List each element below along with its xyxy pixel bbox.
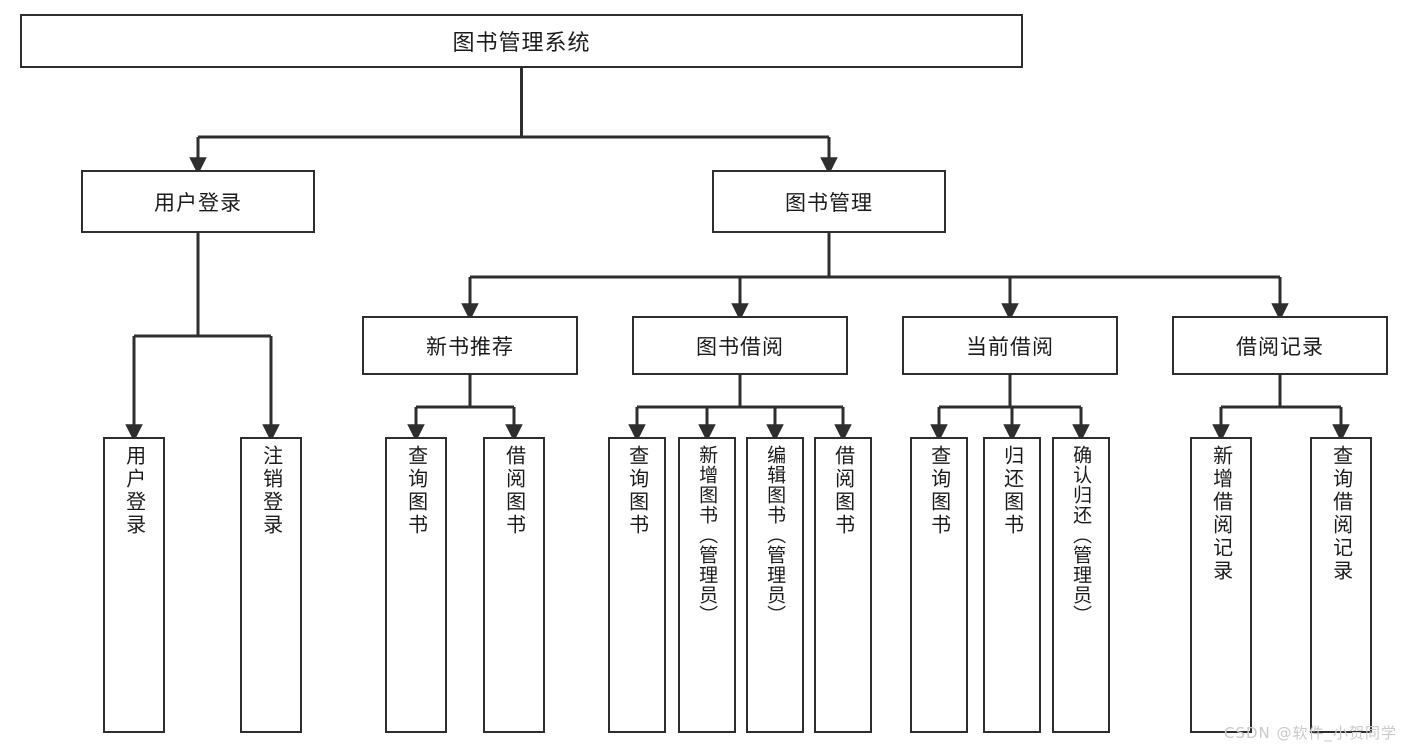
node-查询图书-leaf-2-label: 查询图书 — [404, 445, 429, 537]
node-root-图书管理系统-label: 图书管理系统 — [452, 31, 591, 56]
node-用户登录-leaf-0-label: 用户登录 — [122, 445, 147, 537]
node-编辑图书管理员-leaf-6[interactable]: 编辑图书（管理员） — [746, 437, 804, 733]
node-root-图书管理系统[interactable]: 图书管理系统 — [20, 14, 1023, 68]
node-注销登录-leaf-1-label: 注销登录 — [259, 445, 284, 537]
node-借阅记录-l3[interactable]: 借阅记录 — [1172, 316, 1388, 375]
node-借阅图书-leaf-7[interactable]: 借阅图书 — [814, 437, 872, 733]
node-借阅图书-leaf-3[interactable]: 借阅图书 — [483, 437, 545, 733]
node-借阅图书-leaf-7-label: 借阅图书 — [831, 445, 856, 537]
node-归还图书-leaf-9-label: 归还图书 — [1000, 445, 1025, 537]
node-查询图书-leaf-4-label: 查询图书 — [625, 445, 650, 537]
node-查询图书-leaf-8-label: 查询图书 — [927, 445, 952, 537]
node-归还图书-leaf-9[interactable]: 归还图书 — [983, 437, 1041, 733]
node-编辑图书管理员-leaf-6-label: 编辑图书（管理员） — [764, 445, 787, 625]
node-新增图书管理员-leaf-5-label: 新增图书（管理员） — [696, 445, 719, 625]
node-注销登录-leaf-1[interactable]: 注销登录 — [240, 437, 302, 733]
node-借阅图书-leaf-3-label: 借阅图书 — [502, 445, 527, 537]
node-新书推荐-l3[interactable]: 新书推荐 — [362, 316, 578, 375]
node-查询图书-leaf-8[interactable]: 查询图书 — [910, 437, 968, 733]
node-用户登录-leaf-0[interactable]: 用户登录 — [103, 437, 165, 733]
node-确认归还管理员-leaf-10[interactable]: 确认归还（管理员） — [1052, 437, 1110, 733]
node-查询图书-leaf-2[interactable]: 查询图书 — [385, 437, 447, 733]
node-查询图书-leaf-4[interactable]: 查询图书 — [608, 437, 666, 733]
node-图书借阅-l3[interactable]: 图书借阅 — [632, 316, 848, 375]
node-确认归还管理员-leaf-10-label: 确认归还（管理员） — [1070, 445, 1093, 625]
node-新书推荐-l3-label: 新书推荐 — [426, 334, 514, 359]
node-当前借阅-l3-label: 当前借阅 — [966, 334, 1054, 359]
node-用户登录-l2-label: 用户登录 — [154, 190, 242, 215]
node-查询借阅记录-leaf-12[interactable]: 查询借阅记录 — [1310, 437, 1372, 733]
node-图书管理-l2[interactable]: 图书管理 — [712, 170, 946, 233]
node-用户登录-l2[interactable]: 用户登录 — [81, 170, 315, 233]
csdn-watermark: CSDN @软件_小贺同学 — [1223, 724, 1397, 742]
node-新增图书管理员-leaf-5[interactable]: 新增图书（管理员） — [678, 437, 736, 733]
node-当前借阅-l3[interactable]: 当前借阅 — [902, 316, 1118, 375]
node-图书借阅-l3-label: 图书借阅 — [696, 334, 784, 359]
node-借阅记录-l3-label: 借阅记录 — [1236, 334, 1324, 359]
node-查询借阅记录-leaf-12-label: 查询借阅记录 — [1329, 445, 1354, 583]
node-新增借阅记录-leaf-11[interactable]: 新增借阅记录 — [1190, 437, 1252, 733]
node-图书管理-l2-label: 图书管理 — [785, 190, 873, 215]
node-新增借阅记录-leaf-11-label: 新增借阅记录 — [1209, 445, 1234, 583]
